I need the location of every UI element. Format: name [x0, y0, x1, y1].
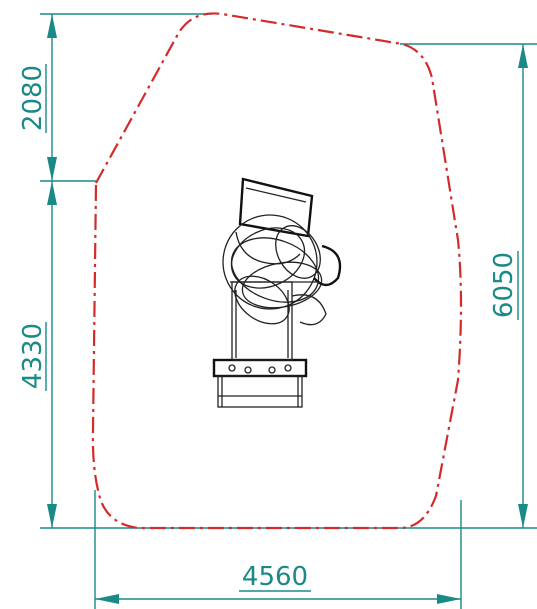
- dimension-4330: 4330: [18, 181, 57, 528]
- workspace-envelope: [91, 12, 463, 530]
- dimension-4560: 4560: [95, 562, 461, 604]
- dimension-6050: 6050: [489, 44, 528, 528]
- dimension-2080: 2080: [18, 14, 57, 181]
- dimension-label-4560: 4560: [242, 562, 308, 592]
- dimension-label-4330: 4330: [18, 323, 48, 389]
- robot-top-view: [212, 177, 342, 408]
- dimension-label-6050: 6050: [489, 252, 519, 318]
- dimension-label-2080: 2080: [18, 65, 48, 131]
